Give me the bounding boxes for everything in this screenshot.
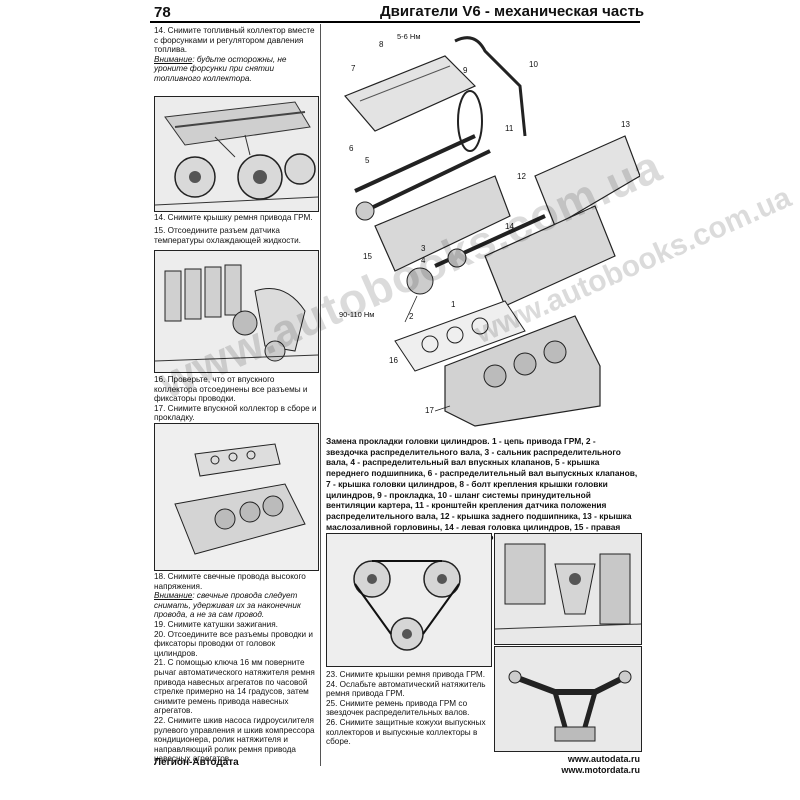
step-15-text: 15. Отсоедините разъем датчика температу… xyxy=(154,226,301,245)
warning-2-label: Внимание xyxy=(154,591,193,601)
engine-front-illustration xyxy=(155,97,318,211)
label-11: 11 xyxy=(505,124,514,133)
tensioner-illustration xyxy=(495,534,641,644)
warning-1-text: : будьте осторожны, не уроните форсунки … xyxy=(154,54,287,83)
footer-url-motordata[interactable]: www.motordata.ru xyxy=(561,765,640,775)
step-17-text: 17. Снимите впускной коллектор в сборе и… xyxy=(154,403,317,423)
warning-2-text: : свечные провода следует снимать, удерж… xyxy=(154,591,301,620)
label-12: 12 xyxy=(517,172,526,181)
figure-timing-belt xyxy=(326,533,492,667)
intake-illustration xyxy=(155,251,318,372)
figure-fuel-rail xyxy=(154,96,319,212)
label-17: 17 xyxy=(425,406,434,415)
label-4: 4 xyxy=(421,256,426,265)
figure-intake-gasket xyxy=(154,423,319,571)
label-3: 3 xyxy=(421,244,426,253)
steps-23-26-block: 23. Снимите крышки ремня привода ГРМ. 24… xyxy=(326,670,492,747)
label-5: 5 xyxy=(365,156,370,165)
step-25-text: 25. Снимите ремень привода ГРМ со звездо… xyxy=(326,698,470,718)
label-9: 9 xyxy=(463,66,468,75)
torque-5-6: 5-6 Нм xyxy=(397,32,421,41)
label-13: 13 xyxy=(621,120,630,129)
label-8: 8 xyxy=(379,40,384,49)
step-21-text: 21. С помощью ключа 16 мм поверните рыча… xyxy=(154,658,315,716)
label-7: 7 xyxy=(351,64,356,73)
step-14b-text: 14. Снимите крышку ремня привода ГРМ. xyxy=(154,213,313,222)
figure-tensioner xyxy=(494,533,642,645)
publisher-name: Легион-Автодата xyxy=(154,757,239,768)
footer-urls: www.autodata.ru www.motordata.ru xyxy=(550,754,640,776)
figure-exhaust-manifold xyxy=(494,646,642,752)
torque-90-110: 90-110 Нм xyxy=(339,310,375,319)
label-14: 14 xyxy=(505,222,514,231)
warning-1-label: Внимание xyxy=(154,54,193,64)
label-6: 6 xyxy=(349,144,354,153)
exploded-diagram-svg xyxy=(325,26,641,431)
timing-belt-illustration xyxy=(327,534,491,666)
warning-2: Внимание: свечные провода следует снимат… xyxy=(154,591,318,620)
footer-url-autodata[interactable]: www.autodata.ru xyxy=(567,754,640,764)
diagram-caption: Замена прокладки головки цилиндров. 1 - … xyxy=(326,436,638,553)
label-2: 2 xyxy=(409,312,414,321)
step-19-text: 19. Снимите катушки зажигания. xyxy=(154,619,278,629)
step-26-text: 26. Снимите защитные кожухи выпускных ко… xyxy=(326,717,486,747)
warning-1: Внимание: будьте осторожны, не уроните ф… xyxy=(154,55,318,84)
exploded-engine-diagram: 5-6 Нм 90-110 Нм 1 2 3 4 5 6 7 8 9 10 11… xyxy=(325,26,641,431)
label-16: 16 xyxy=(389,356,398,365)
step-16-text: 16. Проверьте, что от впускного коллекто… xyxy=(154,375,308,404)
step-24-text: 24. Ослабьте автоматический натяжитель р… xyxy=(326,679,486,699)
label-1: 1 xyxy=(451,300,456,309)
gasket-block-illustration xyxy=(155,424,318,570)
page-title: Двигатели V6 - механическая часть xyxy=(380,3,645,20)
step-14-block: 14. Снимите топливный коллектор вместе с… xyxy=(154,26,318,84)
figure-temp-sensor xyxy=(154,250,319,373)
step-15-block: 15. Отсоедините разъем датчика температу… xyxy=(154,226,318,245)
page-number: 78 xyxy=(154,4,171,21)
step-14b-block: 14. Снимите крышку ремня привода ГРМ. xyxy=(154,213,318,223)
step-20-text: 20. Отсоедините все разъемы проводки и ф… xyxy=(154,629,313,658)
header-rule xyxy=(150,21,640,23)
step-23-text: 23. Снимите крышки ремня привода ГРМ. xyxy=(326,670,486,679)
step-18-text: 18. Снимите свечные провода высокого нап… xyxy=(154,572,306,591)
label-15: 15 xyxy=(363,252,372,261)
exhaust-illustration xyxy=(495,647,641,751)
step-16-17-block: 16. Проверьте, что от впускного коллекто… xyxy=(154,375,318,423)
label-10: 10 xyxy=(529,60,538,69)
column-divider xyxy=(320,24,321,766)
steps-18-22-block: 18. Снимите свечные провода высокого нап… xyxy=(154,572,318,764)
step-14-text: 14. Снимите топливный коллектор вместе с… xyxy=(154,26,315,55)
step-22-text: 22. Снимите шкив насоса гидроусилителя р… xyxy=(154,715,315,764)
